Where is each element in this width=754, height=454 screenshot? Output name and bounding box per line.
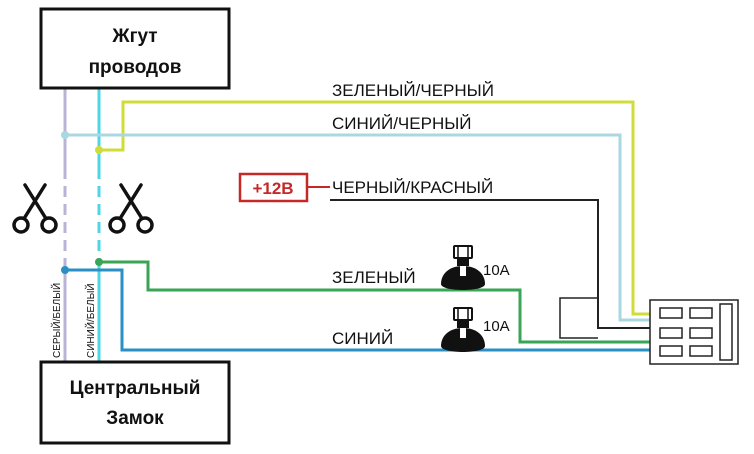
wire-green xyxy=(99,260,650,344)
junction-dot xyxy=(61,131,69,139)
harness-box: Жгут проводов xyxy=(39,7,231,90)
lock-title-line1: Центральный xyxy=(70,378,201,399)
label-blue-black: СИНИЙ/ЧЕРНЫЙ xyxy=(332,114,472,133)
label-black-red: ЧЕРНЫЙ/КРАСНЫЙ xyxy=(332,178,493,197)
junctions xyxy=(61,131,103,274)
label-blue: СИНИЙ xyxy=(332,329,393,348)
wire-blue-black xyxy=(65,133,650,322)
lock-title-line2: Замок xyxy=(106,408,164,429)
label-grey-white: СЕРЫЙ/БЕЛЫЙ xyxy=(50,283,63,358)
label-green: ЗЕЛЕНЫЙ xyxy=(332,268,416,287)
connector-bracket xyxy=(559,297,598,339)
wire-blue xyxy=(65,268,650,352)
connector xyxy=(649,299,739,365)
junction-dot xyxy=(95,258,103,266)
power-badge: +12В xyxy=(238,172,309,203)
horizontal-wires xyxy=(65,100,650,352)
scissors-icon xyxy=(108,183,154,234)
label-blue-white: СИНИЙ/БЕЛЫЙ xyxy=(84,283,97,358)
junction-dot xyxy=(61,266,69,274)
vertical-wires xyxy=(63,88,101,362)
fuse-green-rating: 10A xyxy=(483,262,510,279)
harness-title-line2: проводов xyxy=(89,57,182,78)
fuse-blue-rating: 10A xyxy=(483,318,510,335)
junction-dot xyxy=(95,146,103,154)
power-label: +12В xyxy=(252,179,293,198)
wire-black-red xyxy=(330,199,650,329)
scissors-icon xyxy=(12,183,58,234)
wire-green-black xyxy=(99,100,650,316)
lock-box: Центральный Замок xyxy=(39,360,231,445)
fuse-blue xyxy=(441,307,485,352)
harness-title-line1: Жгут xyxy=(111,26,157,47)
label-green-black: ЗЕЛЕНЫЙ/ЧЕРНЫЙ xyxy=(332,81,494,100)
fuse-green xyxy=(441,245,485,290)
